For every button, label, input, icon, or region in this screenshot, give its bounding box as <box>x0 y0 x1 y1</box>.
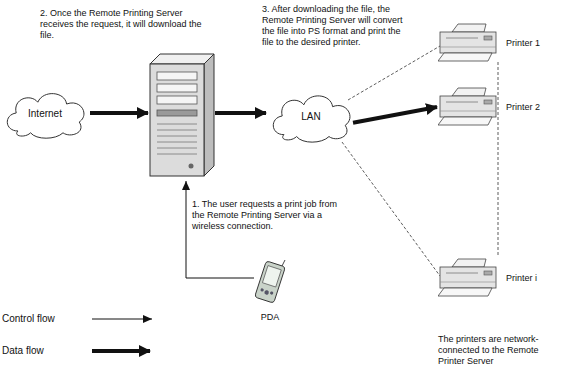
step-note: 1. The user requests a print job from th… <box>192 199 344 232</box>
node-label: Internet <box>28 108 62 119</box>
node-label: LAN <box>301 111 320 122</box>
data-flow-arrow <box>353 107 437 123</box>
legend-text: Control flow <box>2 313 55 324</box>
step-note: The printers are network-connected to th… <box>438 334 559 367</box>
node-label: Printer 2 <box>506 102 540 113</box>
printer-node: Printer 1 <box>438 22 556 64</box>
data-flow-arrow <box>215 111 266 115</box>
printer-icon <box>438 23 500 63</box>
internet-cloud: Internet <box>0 86 90 140</box>
node-label: Printer 1 <box>506 38 540 49</box>
printer-node: Printer i <box>438 256 556 300</box>
legend-sample <box>92 319 152 320</box>
pda-icon <box>252 260 288 304</box>
data-flow-arrow <box>90 111 148 115</box>
network-link <box>498 62 499 257</box>
server-tower <box>150 54 214 176</box>
network-link <box>348 46 440 100</box>
step-note: 3. After downloading the file, the Remot… <box>262 4 414 48</box>
pda-label-holder: PDA <box>240 306 300 324</box>
pda-node: PDA <box>240 258 300 320</box>
legend-text: Data flow <box>2 345 44 356</box>
legend-sample <box>92 349 150 353</box>
printer-icon <box>438 258 500 298</box>
network-link <box>342 142 440 276</box>
step-note: 2. Once the Remote Printing Server recei… <box>40 8 202 41</box>
node-label: PDA <box>261 312 280 322</box>
printer-icon <box>438 87 500 127</box>
printer-node: Printer 2 <box>438 84 556 130</box>
lan-cloud: LAN <box>266 88 356 144</box>
node-label: Printer i <box>506 273 537 284</box>
